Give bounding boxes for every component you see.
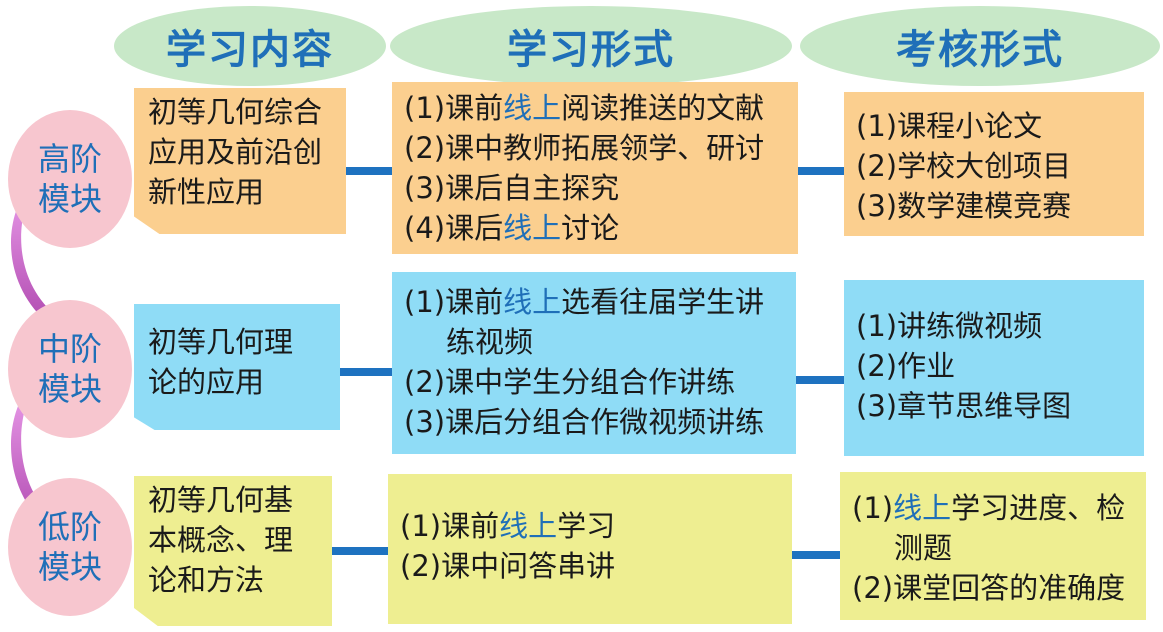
low-module-circle: 低阶 模块 bbox=[8, 478, 132, 616]
connector bbox=[798, 167, 844, 175]
form-item: (2)课中教师拓展领学、研讨 bbox=[404, 131, 765, 165]
low-form-box: (1)课前线上学习 (2)课中问答串讲 bbox=[388, 474, 792, 624]
high-module-circle: 高阶 模块 bbox=[8, 110, 132, 248]
assessment-item: (1)课程小论文 bbox=[856, 109, 1043, 143]
low-content-line: 本概念、理 bbox=[148, 523, 294, 557]
connector bbox=[796, 376, 844, 384]
high-content-box: 初等几何综合 应用及前沿创 新性应用 bbox=[134, 88, 346, 234]
high-content-line: 初等几何综合 bbox=[148, 95, 323, 129]
assessment-item: (1)线上学习进度、检 bbox=[852, 491, 1126, 525]
header-learning-content: 学习内容 bbox=[114, 6, 386, 86]
high-content-line: 新性应用 bbox=[148, 175, 265, 209]
form-item: (2)课中学生分组合作讲练 bbox=[404, 365, 736, 399]
form-item: (1)课前线上学习 bbox=[400, 509, 616, 543]
mid-content-line: 初等几何理 bbox=[148, 325, 294, 359]
module-name: 模块 bbox=[37, 180, 102, 218]
module-name: 低阶 bbox=[37, 508, 102, 546]
high-form-box: (1)课前线上阅读推送的文献 (2)课中教师拓展领学、研讨 (3)课后自主探究 … bbox=[392, 82, 798, 254]
assessment-item: 测题 bbox=[894, 531, 953, 565]
connector bbox=[332, 547, 388, 555]
form-item: (1)课前线上选看往届学生讲 bbox=[404, 285, 765, 319]
assessment-item: (1)讲练微视频 bbox=[856, 309, 1043, 343]
mid-module-circle: 中阶 模块 bbox=[8, 300, 132, 438]
form-item: (1)课前线上阅读推送的文献 bbox=[404, 91, 765, 125]
header-assessment-form: 考核形式 bbox=[800, 6, 1160, 86]
form-item: (3)课后分组合作微视频讲练 bbox=[404, 405, 765, 439]
assessment-item: (3)章节思维导图 bbox=[856, 389, 1072, 423]
assessment-item: (2)作业 bbox=[856, 349, 956, 383]
form-item: (2)课中问答串讲 bbox=[400, 549, 616, 583]
mid-content-line: 论的应用 bbox=[148, 365, 265, 399]
assessment-item: (3)数学建模竞赛 bbox=[856, 189, 1072, 223]
connector bbox=[340, 368, 392, 376]
low-content-box: 初等几何基 本概念、理 论和方法 bbox=[134, 476, 332, 626]
assessment-item: (2)学校大创项目 bbox=[856, 149, 1072, 183]
connector bbox=[346, 167, 392, 175]
connector bbox=[792, 551, 840, 559]
high-assessment-box: (1)课程小论文 (2)学校大创项目 (3)数学建模竞赛 bbox=[844, 92, 1144, 236]
form-item: (3)课后自主探究 bbox=[404, 171, 620, 205]
low-content-line: 初等几何基 bbox=[148, 483, 294, 517]
header-learning-form: 学习形式 bbox=[390, 6, 792, 86]
mid-assessment-box: (1)讲练微视频 (2)作业 (3)章节思维导图 bbox=[844, 280, 1144, 456]
high-content-line: 应用及前沿创 bbox=[148, 135, 323, 169]
mid-form-box: (1)课前线上选看往届学生讲 练视频 (2)课中学生分组合作讲练 (3)课后分组… bbox=[392, 272, 796, 454]
low-assessment-box: (1)线上学习进度、检 测题 (2)课堂回答的准确度 bbox=[840, 472, 1146, 620]
module-name: 中阶 bbox=[37, 330, 102, 368]
module-name: 高阶 bbox=[37, 140, 102, 178]
form-item: (4)课后线上讨论 bbox=[404, 211, 620, 245]
form-item: 练视频 bbox=[446, 325, 534, 359]
low-content-line: 论和方法 bbox=[148, 563, 265, 597]
module-name: 模块 bbox=[37, 548, 102, 586]
mid-content-box: 初等几何理 论的应用 bbox=[134, 304, 340, 430]
assessment-item: (2)课堂回答的准确度 bbox=[852, 571, 1126, 605]
module-name: 模块 bbox=[37, 370, 102, 408]
